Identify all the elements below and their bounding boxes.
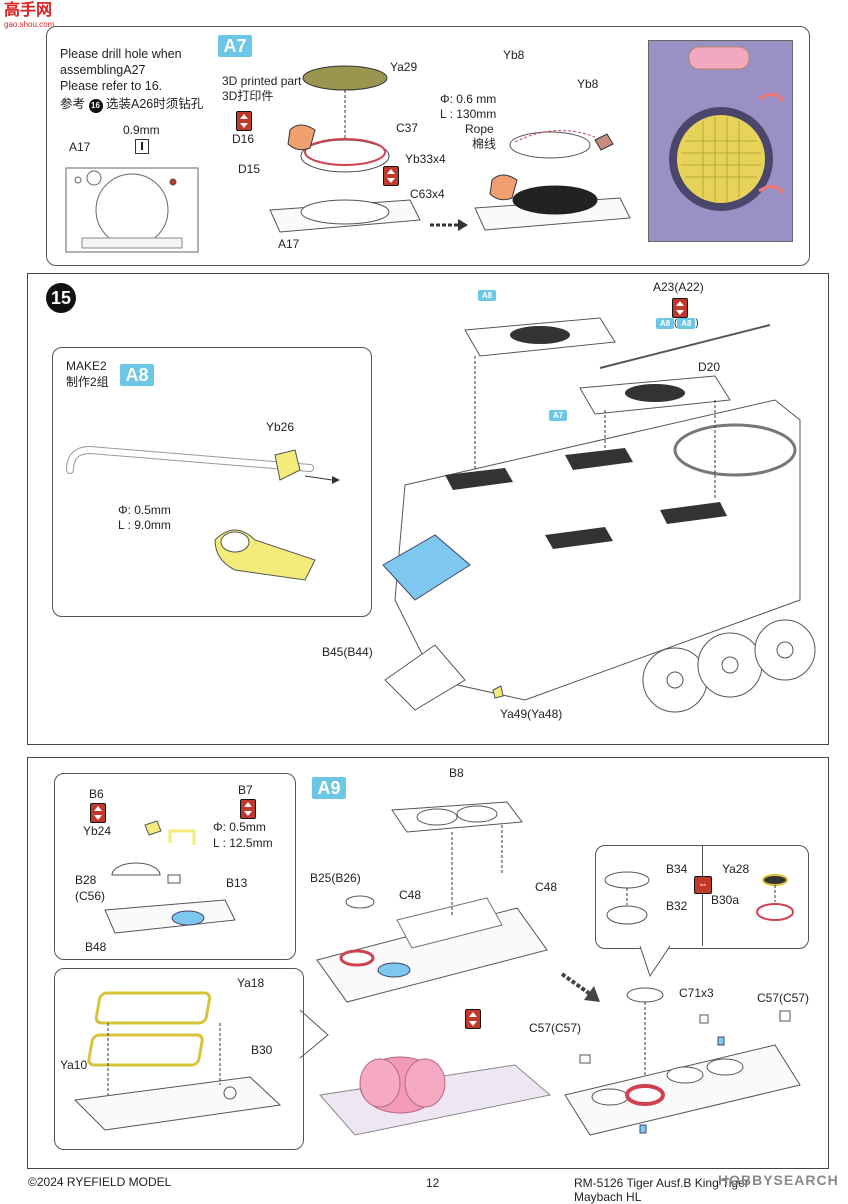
label-make2-cn: 制作2组: [66, 375, 109, 389]
label-c37: C37: [396, 121, 419, 135]
label-b13: B13: [226, 876, 248, 890]
badge-a9: A9: [312, 777, 346, 799]
badge-a8: A8: [120, 364, 154, 386]
label-make2: MAKE2: [66, 359, 107, 373]
swap-icon: ⇔: [694, 876, 712, 894]
a7-arrow: [430, 219, 468, 231]
label-c56: (C56): [75, 889, 106, 903]
label-b45: B45(B44): [322, 645, 373, 659]
a7-assembled-drawing: [474, 130, 631, 231]
b34-callout: [639, 945, 671, 978]
label-b7-phi: Φ: 0.5mm: [213, 820, 266, 834]
a9-arrow: [560, 972, 600, 1002]
panel-a8: [52, 347, 372, 617]
label-yb26: Yb26: [266, 420, 295, 434]
label-b8: B8: [449, 766, 464, 780]
label-b30: B30: [251, 1043, 273, 1057]
label-rope-phi: Φ: 0.6 mm: [440, 92, 497, 106]
panel-b34-divider: [702, 846, 703, 946]
label-b6: B6: [89, 787, 104, 801]
flip-icon: [672, 298, 688, 318]
label-d16: D16: [232, 132, 255, 146]
tank-hull-drawing: [382, 317, 816, 713]
label-d15: D15: [238, 162, 261, 176]
label-yb8-b: Yb8: [577, 77, 599, 91]
a9-result-drawing: [564, 987, 801, 1136]
footer-copyright: ©2024 RYEFIELD MODEL: [28, 1175, 172, 1189]
a7-exploded-drawing: [269, 65, 421, 233]
drill-icon: [135, 139, 149, 154]
label-wire-len: L : 9.0mm: [118, 518, 171, 532]
badge-a8-top: A8: [478, 290, 496, 301]
label-d20: D20: [698, 360, 721, 374]
badge-a7: A7: [218, 35, 252, 57]
flip-icon: [383, 166, 399, 186]
badge-a8-pair-1: A8: [656, 318, 674, 329]
label-c48-a: C48: [399, 888, 422, 902]
label-c71: C71x3: [679, 986, 714, 1000]
flip-icon: [90, 803, 106, 823]
badge-a8-pair-2: A8: [677, 318, 696, 329]
label-b48: B48: [85, 940, 107, 954]
b34-drawing: [604, 871, 794, 925]
footer-watermark: HOBBYSEARCH: [718, 1172, 839, 1188]
footer-page-number: 12: [426, 1176, 440, 1190]
drill-note-cn: 参考 16 选装A26时须钻孔: [60, 96, 203, 113]
label-b34: B34: [666, 862, 688, 876]
label-yb33: Yb33x4: [405, 152, 446, 166]
logo-sub: gao.shou.com: [4, 20, 55, 29]
label-c63: C63x4: [410, 187, 445, 201]
logo-text: 高手网: [4, 2, 53, 19]
label-b32: B32: [666, 899, 688, 913]
badge-a7-small: A7: [549, 410, 567, 421]
label-ya29: Ya29: [390, 60, 418, 74]
label-b25: B25(B26): [310, 871, 361, 885]
flip-icon: [236, 111, 252, 131]
drill-note-cn-prefix: 参考: [60, 97, 86, 111]
label-b28: B28: [75, 873, 97, 887]
b30-drawing: [73, 991, 282, 1131]
label-b7: B7: [238, 783, 253, 797]
step-15-number: 15: [46, 283, 76, 313]
flip-icon: [465, 1009, 481, 1029]
step-16-badge: 16: [88, 99, 103, 113]
label-3d-printed-cn: 3D打印件: [222, 89, 274, 103]
reference-photo: [648, 40, 793, 242]
label-a17-bottom: A17: [278, 237, 300, 251]
label-rope: Rope: [465, 122, 494, 136]
a8-wire-drawing: [66, 445, 340, 581]
b30-callout: [299, 1009, 329, 1059]
pink-part-drawing: [319, 1056, 552, 1136]
a17-part-drawing: [65, 167, 199, 253]
label-ya49: Ya49(Ya48): [500, 707, 563, 721]
label-wire-phi: Φ: 0.5mm: [118, 503, 171, 517]
drill-note-cn-suffix: 选装A26时须钻孔: [105, 97, 204, 111]
label-c48-b: C48: [535, 880, 558, 894]
drill-note-line-2: assemblingA27: [60, 63, 146, 77]
label-ya28: Ya28: [722, 862, 750, 876]
label-ya10: Ya10: [60, 1058, 88, 1072]
a9-main-drawing: [316, 801, 548, 1003]
label-b7-len: L : 12.5mm: [213, 836, 273, 850]
label-rope-len: L : 130mm: [440, 107, 497, 121]
flip-icon: [240, 799, 256, 819]
label-yb8-a: Yb8: [503, 48, 525, 62]
label-a23: A23(A22): [653, 280, 704, 294]
site-logo: 高手网 gao.shou.com: [4, 2, 84, 32]
drill-note: Please drill hole when assemblingA27 Ple…: [60, 46, 203, 113]
b48-drawing: [104, 820, 236, 934]
a8-pair: A8(A8): [656, 318, 699, 329]
label-rope-cn: 棉线: [472, 137, 497, 151]
label-a17-top: A17: [69, 140, 91, 154]
label-ya18: Ya18: [237, 976, 265, 990]
label-c57-b: C57(C57): [757, 991, 810, 1005]
label-yb24: Yb24: [83, 824, 112, 838]
label-3d-printed: 3D printed part: [222, 74, 302, 88]
label-c57-a: C57(C57): [529, 1021, 582, 1035]
drill-note-line-1: Please drill hole when: [60, 47, 182, 61]
label-b30a: B30a: [711, 893, 740, 907]
drill-size: 0.9mm: [123, 123, 160, 137]
drill-note-line-3: Please refer to 16.: [60, 79, 163, 93]
